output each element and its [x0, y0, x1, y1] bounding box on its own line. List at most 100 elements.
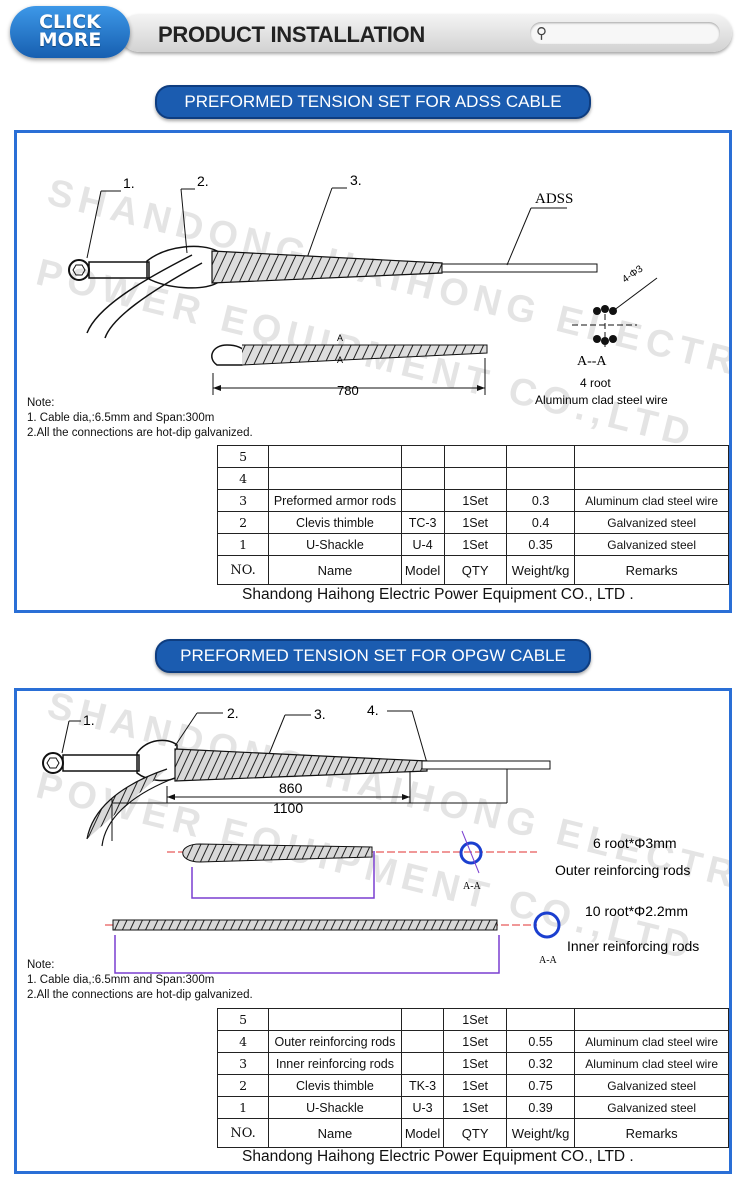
adss-u-shackle — [88, 261, 150, 279]
cell-no: 3 — [216, 489, 270, 512]
cell-weight: 0.35 — [505, 533, 576, 556]
cell-model — [400, 1052, 445, 1075]
cell-remarks — [574, 1008, 729, 1031]
cell-remarks — [574, 467, 729, 490]
opgw-outer-spec: 6 root*Φ3mm — [593, 835, 677, 851]
cell-weight — [505, 445, 576, 468]
table-row: 4 — [216, 467, 729, 490]
cell-no: 1 — [216, 1096, 270, 1119]
search-icon[interactable]: ⚲ — [536, 25, 547, 42]
opgw-outer-section-label: A-A — [463, 881, 482, 892]
adss-callout-3: 3. — [350, 172, 362, 188]
cell-no: 2 — [216, 1074, 270, 1097]
cell-model — [400, 445, 445, 468]
cell-name: Clevis thimble — [268, 511, 402, 534]
cell-remarks: Galvanized steel — [574, 1074, 729, 1097]
opgw-note-2: 2.All the connections are hot-dip galvan… — [27, 989, 253, 1001]
header-qty: QTY — [443, 1118, 507, 1148]
cell-weight: 0.32 — [505, 1052, 576, 1075]
adss-dim-length: 780 — [337, 383, 359, 398]
cell-model — [400, 1030, 445, 1053]
cell-remarks: Galvanized steel — [574, 511, 729, 534]
cell-qty: 1Set — [443, 1030, 507, 1053]
cell-weight — [505, 1008, 576, 1031]
cell-model — [400, 467, 445, 490]
click-more-line2: MORE — [38, 29, 102, 51]
cell-no: 4 — [216, 467, 270, 490]
cell-no: 2 — [216, 511, 270, 534]
click-more-button[interactable]: CLICK MORE — [10, 6, 130, 58]
cell-model: TK-3 — [400, 1074, 445, 1097]
cell-qty — [443, 467, 507, 490]
cell-no: 5 — [216, 1008, 270, 1031]
cell-no: 3 — [216, 1052, 270, 1075]
adss-cable — [441, 263, 598, 273]
cell-model: TC-3 — [400, 511, 445, 534]
opgw-outer-rod-detail — [182, 843, 373, 863]
cell-qty: 1Set — [443, 533, 507, 556]
adss-rod-loop-detail — [241, 344, 488, 366]
opgw-shackle-eye — [42, 752, 64, 774]
adss-clevis-thimble — [146, 245, 218, 289]
opgw-callout-4: 4. — [367, 702, 379, 718]
cell-name: U-Shackle — [268, 533, 402, 556]
header-name: Name — [268, 555, 402, 585]
cell-name: Outer reinforcing rods — [268, 1030, 402, 1053]
adss-wire-spec: 4-Φ3 — [620, 263, 645, 285]
adss-cable-label: ADSS — [535, 191, 573, 207]
opgw-inner-spec: 10 root*Φ2.2mm — [585, 903, 688, 919]
table-row: 5 1Set — [216, 1008, 729, 1031]
cell-qty: 1Set — [443, 511, 507, 534]
cell-remarks: Aluminum clad steel wire — [574, 1052, 729, 1075]
cell-qty: 1Set — [443, 1074, 507, 1097]
search-input[interactable]: ⚲ — [530, 22, 720, 44]
table-row: 5 — [216, 445, 729, 468]
adss-section-heading: PREFORMED TENSION SET FOR ADSS CABLE — [155, 85, 591, 119]
cell-qty: 1Set — [443, 1008, 507, 1031]
adss-section-mark-bottom: A — [337, 355, 343, 365]
opgw-assembly-drawing: 1. 2. 3. 4. 860 1100 A-A 6 root* — [42, 702, 699, 974]
header-no: NO. — [216, 1118, 270, 1148]
cell-remarks: Aluminum clad steel wire — [574, 489, 729, 512]
opgw-company-name: Shandong Haihong Electric Power Equipmen… — [242, 1148, 634, 1165]
opgw-outer-section — [459, 841, 483, 865]
adss-section-label: A--A — [577, 354, 607, 369]
click-more-line1: CLICK — [39, 11, 101, 33]
opgw-inner-section — [533, 911, 561, 939]
cell-qty: 1Set — [443, 489, 507, 512]
opgw-inner-name: Inner reinforcing rods — [567, 938, 699, 954]
adss-note-2: 2.All the connections are hot-dip galvan… — [27, 427, 253, 439]
opgw-drawing-panel: SHANDONG HAIHONG ELECTRIC POWER EQUIPMEN… — [14, 688, 732, 1174]
cell-weight: 0.3 — [505, 489, 576, 512]
cell-name: U-Shackle — [268, 1096, 402, 1119]
header-weight: Weight/kg — [505, 1118, 576, 1148]
cell-weight: 0.75 — [505, 1074, 576, 1097]
opgw-notes: Note: 1. Cable dia,:6.5mm and Span:300m … — [27, 958, 253, 1003]
cell-qty: 1Set — [443, 1052, 507, 1075]
cell-no: 5 — [216, 445, 270, 468]
cell-weight: 0.4 — [505, 511, 576, 534]
adss-callout-2: 2. — [197, 173, 209, 189]
adss-notes: Note: 1. Cable dia,:6.5mm and Span:300m … — [27, 396, 253, 441]
adss-assembly-drawing: 1. 2. 3. ADSS A A 780 — [68, 172, 668, 407]
adss-note-title: Note: — [27, 397, 55, 409]
adss-wire-material: Aluminum clad steel wire — [535, 393, 668, 407]
header-model: Model — [400, 1118, 445, 1148]
adss-company-name: Shandong Haihong Electric Power Equipmen… — [242, 586, 634, 603]
page-title: PRODUCT INSTALLATION — [158, 22, 425, 47]
header-name: Name — [268, 1118, 402, 1148]
cell-remarks — [574, 445, 729, 468]
cell-weight: 0.39 — [505, 1096, 576, 1119]
opgw-section-heading: PREFORMED TENSION SET FOR OPGW CABLE — [155, 639, 591, 673]
top-header: PRODUCT INSTALLATION ⚲ CLICK MORE — [8, 6, 734, 58]
adss-wire-count: 4 root — [580, 376, 611, 390]
cell-name — [268, 445, 402, 468]
